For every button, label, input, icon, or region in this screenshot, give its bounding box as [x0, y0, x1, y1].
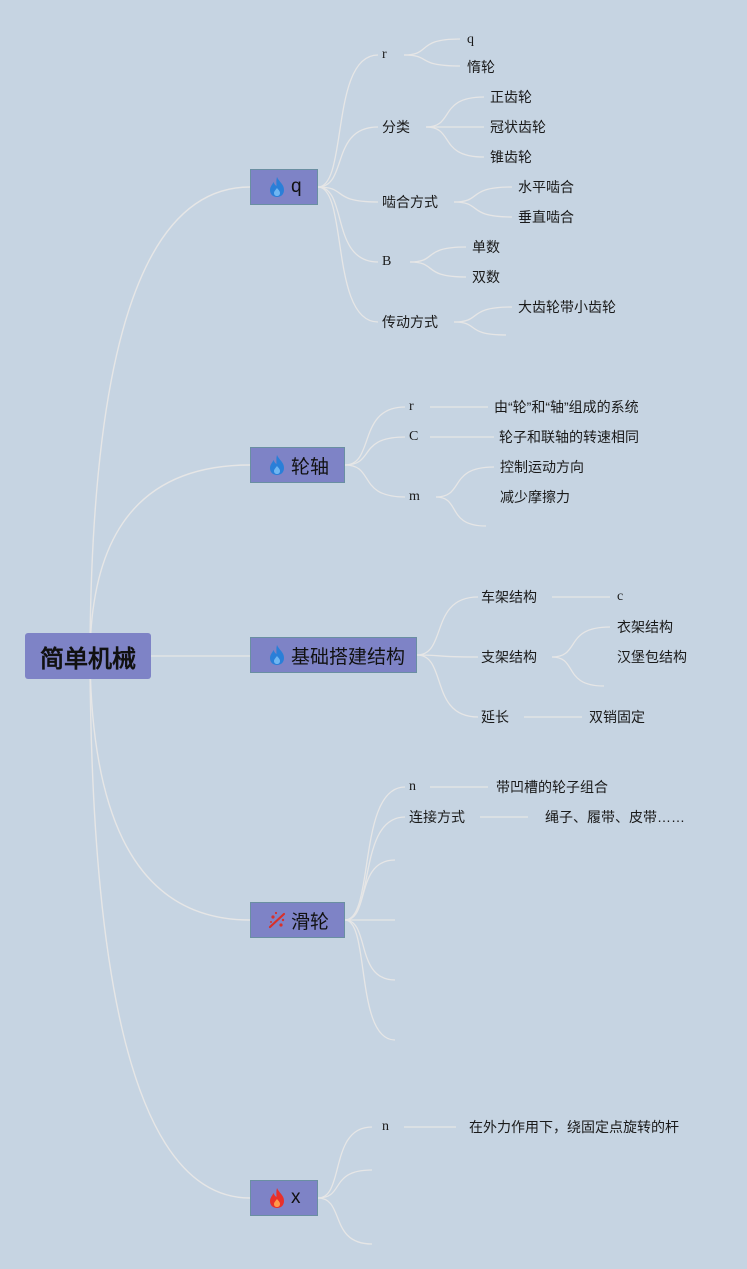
sparkle-red-icon	[267, 909, 287, 931]
connector-line	[344, 919, 396, 1041]
branch-node-basic-structure[interactable]: 基础搭建结构	[250, 637, 417, 673]
branch-label: 滑轮	[291, 911, 330, 933]
branch-label: x	[291, 1187, 301, 1208]
subtopic[interactable]: q	[467, 32, 474, 47]
connector-line	[317, 126, 379, 188]
subtopic[interactable]: 双数	[472, 269, 500, 285]
subtopic[interactable]: 锥齿轮	[490, 149, 532, 165]
connector-line	[425, 96, 485, 128]
subtopic[interactable]: 水平啮合	[518, 179, 574, 195]
root-node[interactable]: 简单机械	[25, 633, 151, 679]
subtopic[interactable]: 大齿轮带小齿轮	[518, 299, 616, 315]
flame-blue-icon	[267, 644, 287, 666]
connector-line	[435, 496, 487, 527]
connector-line	[317, 1197, 373, 1245]
connector-line	[453, 186, 513, 203]
connector-line	[317, 186, 379, 323]
connector-line	[551, 656, 605, 687]
topic-c[interactable]: C	[409, 429, 419, 444]
topic-frame-structure[interactable]: 车架结构	[481, 589, 537, 605]
subtopic[interactable]: 带凹槽的轮子组合	[496, 779, 608, 795]
connector-line	[317, 186, 379, 203]
flame-blue-icon	[267, 176, 287, 198]
topic-m[interactable]: m	[409, 489, 420, 504]
connector-line	[317, 1126, 373, 1199]
subtopic[interactable]: c	[617, 589, 624, 604]
branch-label: 轮轴	[291, 456, 330, 478]
topic-r[interactable]: r	[382, 47, 387, 62]
subtopic[interactable]: 正齿轮	[490, 89, 532, 105]
subtopic[interactable]: 由“轮”和“轴”组成的系统	[494, 399, 639, 415]
connector-line	[416, 654, 479, 658]
subtopic[interactable]: 在外力作用下，绕固定点旋转的杆	[469, 1119, 679, 1135]
subtopic[interactable]: 汉堡包结构	[617, 649, 687, 665]
topic-transmission[interactable]: 传动方式	[382, 314, 438, 330]
root-label: 简单机械	[40, 645, 136, 673]
connector-line	[344, 859, 396, 921]
branch-node-x[interactable]: x	[250, 1180, 318, 1216]
connector-line	[435, 466, 495, 498]
connector-line	[416, 654, 479, 718]
subtopic[interactable]: 减少摩擦力	[500, 489, 570, 505]
flame-blue-icon	[267, 454, 287, 476]
subtopic[interactable]: 绳子、履带、皮带……	[545, 809, 685, 825]
subtopic[interactable]: 垂直啮合	[518, 209, 574, 225]
root-link	[89, 660, 251, 921]
subtopic[interactable]: 冠状齿轮	[490, 119, 546, 135]
connector-line	[416, 596, 479, 656]
connector-line	[425, 126, 485, 158]
branch-node-q[interactable]: q	[250, 169, 318, 205]
subtopic[interactable]: 控制运动方向	[500, 459, 584, 475]
connector-line	[344, 436, 406, 466]
root-link	[89, 665, 251, 1199]
subtopic[interactable]: 单数	[472, 239, 500, 255]
branch-label: q	[291, 176, 302, 197]
root-link	[89, 186, 251, 647]
branch-node-pulley[interactable]: 滑轮	[250, 902, 345, 938]
root-link	[89, 464, 251, 652]
subtopic[interactable]: 轮子和联轴的转速相同	[499, 429, 639, 445]
connector-line	[409, 246, 467, 263]
connector-line	[344, 786, 406, 921]
connector-line	[317, 186, 379, 263]
subtopic[interactable]: 衣架结构	[617, 619, 673, 635]
topic-extension[interactable]: 延长	[481, 709, 509, 725]
topic-connection[interactable]: 连接方式	[409, 809, 465, 825]
topic-b[interactable]: B	[382, 254, 392, 269]
connector-line	[453, 201, 513, 218]
flame-red-icon	[267, 1187, 287, 1209]
connector-line	[317, 1169, 373, 1199]
connector-line	[403, 38, 461, 56]
connector-line	[344, 464, 406, 498]
branch-node-wheel-axle[interactable]: 轮轴	[250, 447, 345, 483]
connector-line	[453, 306, 513, 323]
connector-line	[551, 626, 611, 658]
connector-line	[317, 54, 379, 188]
topic-r[interactable]: r	[409, 399, 414, 414]
connector-line	[409, 261, 467, 278]
topic-n[interactable]: n	[409, 779, 416, 794]
connector-line	[344, 919, 396, 981]
subtopic[interactable]: 双销固定	[589, 709, 645, 725]
topic-bracket-structure[interactable]: 支架结构	[481, 649, 537, 665]
connector-line	[344, 406, 406, 466]
branch-label: 基础搭建结构	[291, 646, 406, 668]
topic-meshing[interactable]: 啮合方式	[382, 194, 438, 210]
topic-classification[interactable]: 分类	[382, 119, 410, 135]
subtopic[interactable]: 惰轮	[467, 59, 495, 75]
connector-line	[403, 54, 461, 67]
topic-n[interactable]: n	[382, 1119, 389, 1134]
connector-line	[453, 321, 507, 336]
